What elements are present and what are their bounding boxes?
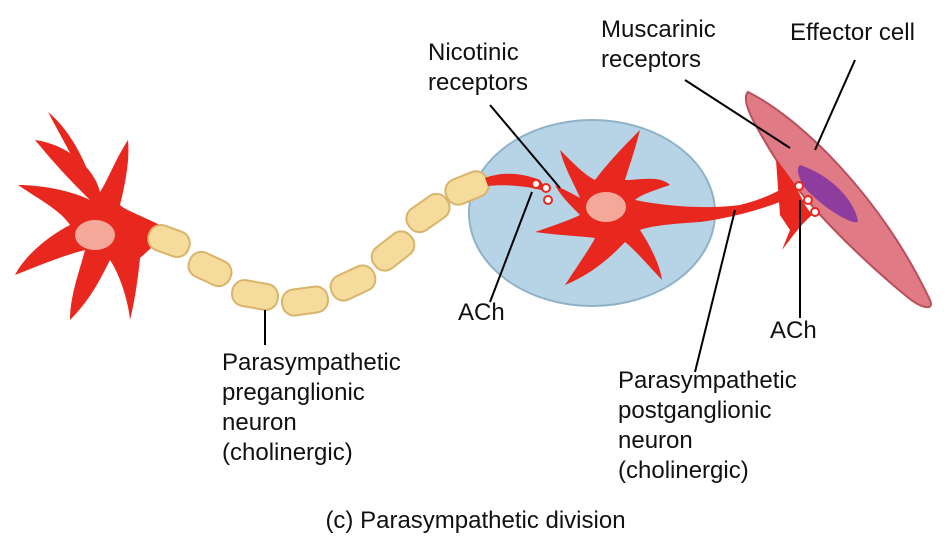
muscarinic-receptors-label: Muscarinic receptors [601, 15, 716, 75]
preganglionic-axon [145, 168, 492, 317]
nicotinic-receptors-label: Nicotinic receptors [428, 38, 528, 98]
postganglionic-nucleus [586, 192, 626, 222]
effector-cell-label: Effector cell [790, 18, 915, 48]
ach-left-label: ACh [458, 298, 505, 328]
preganglionic-neuron-body [15, 112, 160, 320]
preganglionic-nucleus [75, 220, 115, 250]
ach-right-label: ACh [770, 316, 817, 346]
postganglionic-label: Parasympathetic postganglionic neuron (c… [618, 366, 797, 486]
figure-caption: (c) Parasympathetic division [0, 506, 951, 536]
effector-leader [815, 60, 855, 150]
preganglionic-label: Parasympathetic preganglionic neuron (ch… [222, 348, 401, 468]
